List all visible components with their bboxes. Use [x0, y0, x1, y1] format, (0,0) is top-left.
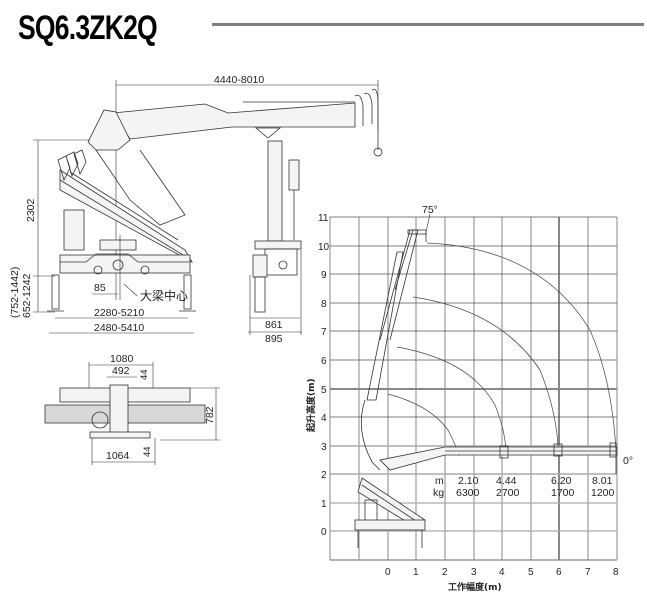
svg-text:7: 7 [321, 327, 327, 338]
x-axis-title: 工作幅度(m) [448, 581, 502, 593]
svg-text:10: 10 [318, 242, 330, 253]
svg-text:6: 6 [556, 567, 562, 578]
svg-text:11: 11 [318, 213, 329, 224]
angle-75-label: 75° [422, 204, 438, 216]
top-width-dim: 1080 [110, 353, 134, 365]
boom-0-drawing [379, 442, 618, 474]
svg-text:9: 9 [321, 270, 327, 281]
load-radius-2: 4.44 [496, 475, 517, 487]
angle-0-label: 0° [623, 455, 633, 467]
span-inner-dim: 2280-5210 [94, 307, 144, 319]
top-offset-dim: 44 [139, 369, 150, 380]
svg-text:3: 3 [471, 567, 477, 578]
load-table: m kg 2.10 6300 4.44 2700 6.20 1700 8.01 … [433, 475, 615, 499]
side-view: 4440-8010 [9, 74, 383, 334]
svg-text:4: 4 [499, 567, 505, 578]
top-inner-width-dim: 492 [112, 365, 130, 377]
svg-text:8: 8 [613, 567, 619, 578]
chart-grid [329, 216, 618, 561]
load-chart: 11 10 9 8 7 6 5 4 3 2 1 0 0 1 2 3 4 5 6 … [305, 204, 633, 593]
unit-m-label: m [435, 475, 444, 487]
x-axis-ticks: 0 1 2 3 4 5 6 7 8 [385, 567, 619, 578]
unit-kg-label: kg [433, 487, 444, 499]
offset-dim: 85 [94, 282, 106, 294]
svg-text:5: 5 [528, 567, 534, 578]
svg-text:4: 4 [321, 413, 327, 424]
range-arc-2 [396, 346, 507, 452]
load-kg-3: 1700 [551, 487, 575, 499]
crane-base-drawing [354, 399, 426, 548]
bottom-width-dim: 1064 [106, 450, 130, 462]
rear-view: 861 895 [248, 127, 302, 345]
svg-text:1: 1 [413, 567, 419, 578]
beam-center-label: 大梁中心 [140, 288, 188, 303]
svg-text:2: 2 [321, 470, 327, 481]
folded-boom-drawing [59, 169, 194, 264]
svg-text:2: 2 [442, 567, 448, 578]
svg-text:3: 3 [321, 442, 327, 453]
svg-text:7: 7 [585, 567, 591, 578]
model-title: SQ6.3ZK2Q [18, 9, 158, 47]
y-axis-ticks: 11 10 9 8 7 6 5 4 3 2 1 0 [318, 213, 330, 538]
outrigger-height-dim-2: 652-1242 [21, 273, 33, 318]
title-rule [212, 23, 644, 26]
load-radius-1: 2.10 [458, 475, 479, 487]
load-kg-4: 1200 [591, 487, 615, 499]
range-arc-3 [412, 296, 559, 447]
boom-reach-dim: 4440-8010 [214, 74, 264, 86]
bottom-offset-dim: 44 [142, 446, 153, 457]
main-boom-drawing [112, 102, 356, 140]
svg-text:0: 0 [321, 527, 327, 538]
svg-text:0: 0 [385, 567, 391, 578]
height-dim: 2302 [25, 198, 37, 222]
svg-text:5: 5 [321, 385, 327, 396]
boom-75-drawing [366, 213, 431, 401]
outrigger-height-dim-1: (752-1442) [9, 267, 21, 318]
svg-text:1: 1 [321, 499, 327, 510]
load-kg-1: 6300 [456, 487, 480, 499]
load-radius-3: 6.20 [551, 475, 572, 487]
load-kg-2: 2700 [496, 487, 520, 499]
rear-outer-width-dim: 895 [265, 333, 283, 345]
range-arc-4 [426, 242, 617, 452]
svg-text:6: 6 [321, 356, 327, 367]
span-outer-dim: 2480-5410 [94, 322, 144, 334]
svg-text:8: 8 [321, 299, 327, 310]
top-view: 1080 492 44 782 1064 44 [44, 353, 220, 465]
load-radius-4: 8.01 [592, 475, 613, 487]
depth-dim: 782 [204, 406, 216, 424]
rear-inner-width-dim: 861 [265, 319, 283, 331]
y-axis-title: 起升高度(m) [305, 378, 317, 433]
